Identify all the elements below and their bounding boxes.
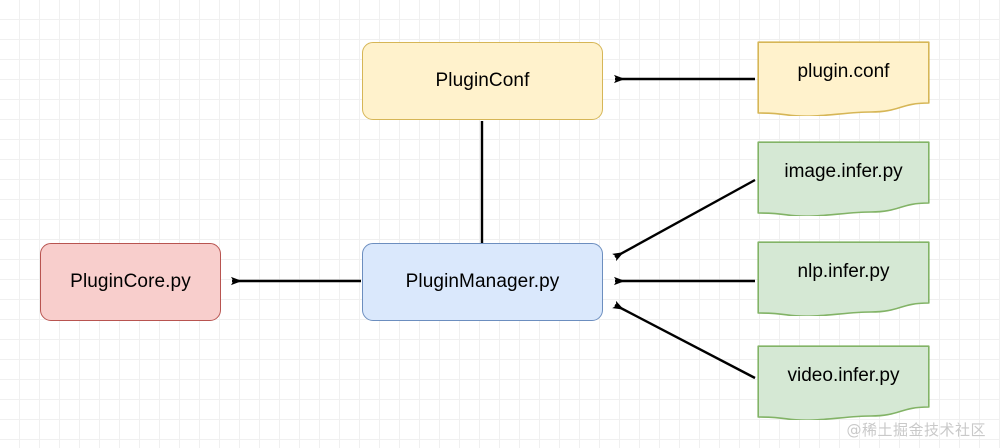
node-video-infer-py[interactable]: video.infer.py bbox=[757, 345, 930, 420]
node-pluginmanager-py[interactable]: PluginManager.py bbox=[362, 243, 603, 321]
document-shape-icon bbox=[757, 141, 930, 216]
edge-video-infer-to-pluginmanager bbox=[612, 300, 756, 380]
node-image-infer-py-label: image.infer.py bbox=[784, 161, 903, 182]
node-nlp-infer-py[interactable]: nlp.infer.py bbox=[757, 241, 930, 316]
node-pluginmanager-py-label: PluginManager.py bbox=[405, 270, 560, 292]
node-video-infer-py-label: video.infer.py bbox=[787, 365, 900, 386]
node-image-infer-py[interactable]: image.infer.py bbox=[757, 141, 930, 216]
node-pluginconf[interactable]: PluginConf bbox=[362, 42, 603, 120]
node-pluginconf-label: PluginConf bbox=[435, 69, 530, 91]
watermark: @稀土掘金技术社区 bbox=[846, 421, 986, 439]
document-shape-icon bbox=[757, 345, 930, 420]
node-nlp-infer-py-label: nlp.infer.py bbox=[797, 261, 890, 282]
node-plugincore-py[interactable]: PluginCore.py bbox=[40, 243, 221, 321]
document-shape-icon bbox=[757, 41, 930, 116]
edge-image-infer-to-pluginmanager bbox=[612, 178, 756, 262]
document-shape-icon bbox=[757, 241, 930, 316]
node-plugin-conf-file[interactable]: plugin.conf bbox=[757, 41, 930, 116]
node-plugincore-py-label: PluginCore.py bbox=[70, 270, 191, 292]
node-plugin-conf-file-label: plugin.conf bbox=[797, 61, 890, 82]
